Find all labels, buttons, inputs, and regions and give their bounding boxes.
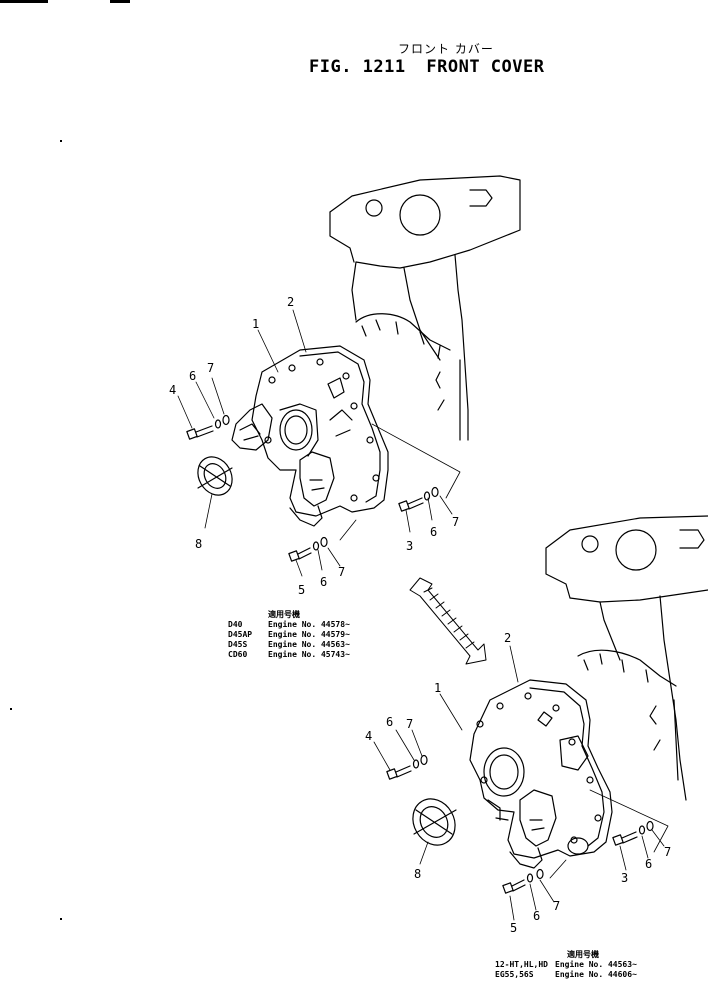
oil-seal-upper: [197, 456, 233, 496]
callout-3-upper: 3: [406, 539, 414, 553]
applicability-header-lower: 適用号機: [567, 950, 599, 959]
scan-speck: [60, 918, 62, 920]
callout-6a-upper: 6: [189, 369, 197, 383]
engine-block-lower: [545, 515, 708, 801]
bolt-set-3-upper: [398, 486, 439, 512]
figure-title: FIG. 1211 FRONT COVER: [309, 57, 554, 77]
callout-8-upper: 8: [195, 537, 203, 551]
figure-name: FRONT COVER: [426, 57, 545, 77]
oil-seal-lower: [412, 798, 457, 846]
bolt-set-5-lower: [502, 868, 544, 894]
leader-lines-upper: [177, 309, 461, 577]
callout-7c-lower: 7: [553, 899, 561, 913]
bolt-set-4-lower: [386, 754, 428, 780]
transition-arrow: [409, 577, 487, 665]
callout-1-lower: 1: [434, 681, 442, 695]
callout-5-lower: 5: [510, 921, 518, 935]
callout-7a-lower: 7: [406, 717, 414, 731]
callout-7c-upper: 7: [338, 565, 346, 579]
bolt-set-4-upper: [186, 414, 230, 440]
callout-6a-lower: 6: [386, 715, 394, 729]
bolt-set-3-lower: [612, 820, 654, 846]
bolt-set-5-upper: [288, 536, 328, 562]
scan-speck: [10, 708, 12, 710]
top-rule-right: [110, 0, 130, 3]
callout-1-upper: 1: [252, 317, 260, 331]
leader-lines-lower: [373, 645, 669, 921]
callout-2-lower: 2: [504, 631, 512, 645]
front-cover-lower: [469, 679, 613, 869]
top-rule-left: [0, 0, 48, 3]
front-cover-upper: [231, 345, 389, 527]
callout-6c-upper: 6: [320, 575, 328, 589]
callout-5-upper: 5: [298, 583, 306, 597]
callout-4-upper: 4: [169, 383, 177, 397]
applicability-header-upper: 適用号機: [268, 610, 300, 619]
callout-7a-upper: 7: [207, 361, 215, 375]
callout-4-lower: 4: [365, 729, 373, 743]
title-japanese: フロント カバー: [398, 42, 494, 56]
callout-3-lower: 3: [621, 871, 629, 885]
callout-6b-lower: 6: [645, 857, 653, 871]
callout-7b-lower: 7: [664, 845, 672, 859]
callout-7b-upper: 7: [452, 515, 460, 529]
callout-8-lower: 8: [414, 867, 422, 881]
figure-number: FIG. 1211: [309, 57, 406, 77]
engine-block-upper: [329, 175, 521, 441]
callout-6b-upper: 6: [430, 525, 438, 539]
callout-2-upper: 2: [287, 295, 295, 309]
scan-speck: [60, 140, 62, 142]
callout-6c-lower: 6: [533, 909, 541, 923]
